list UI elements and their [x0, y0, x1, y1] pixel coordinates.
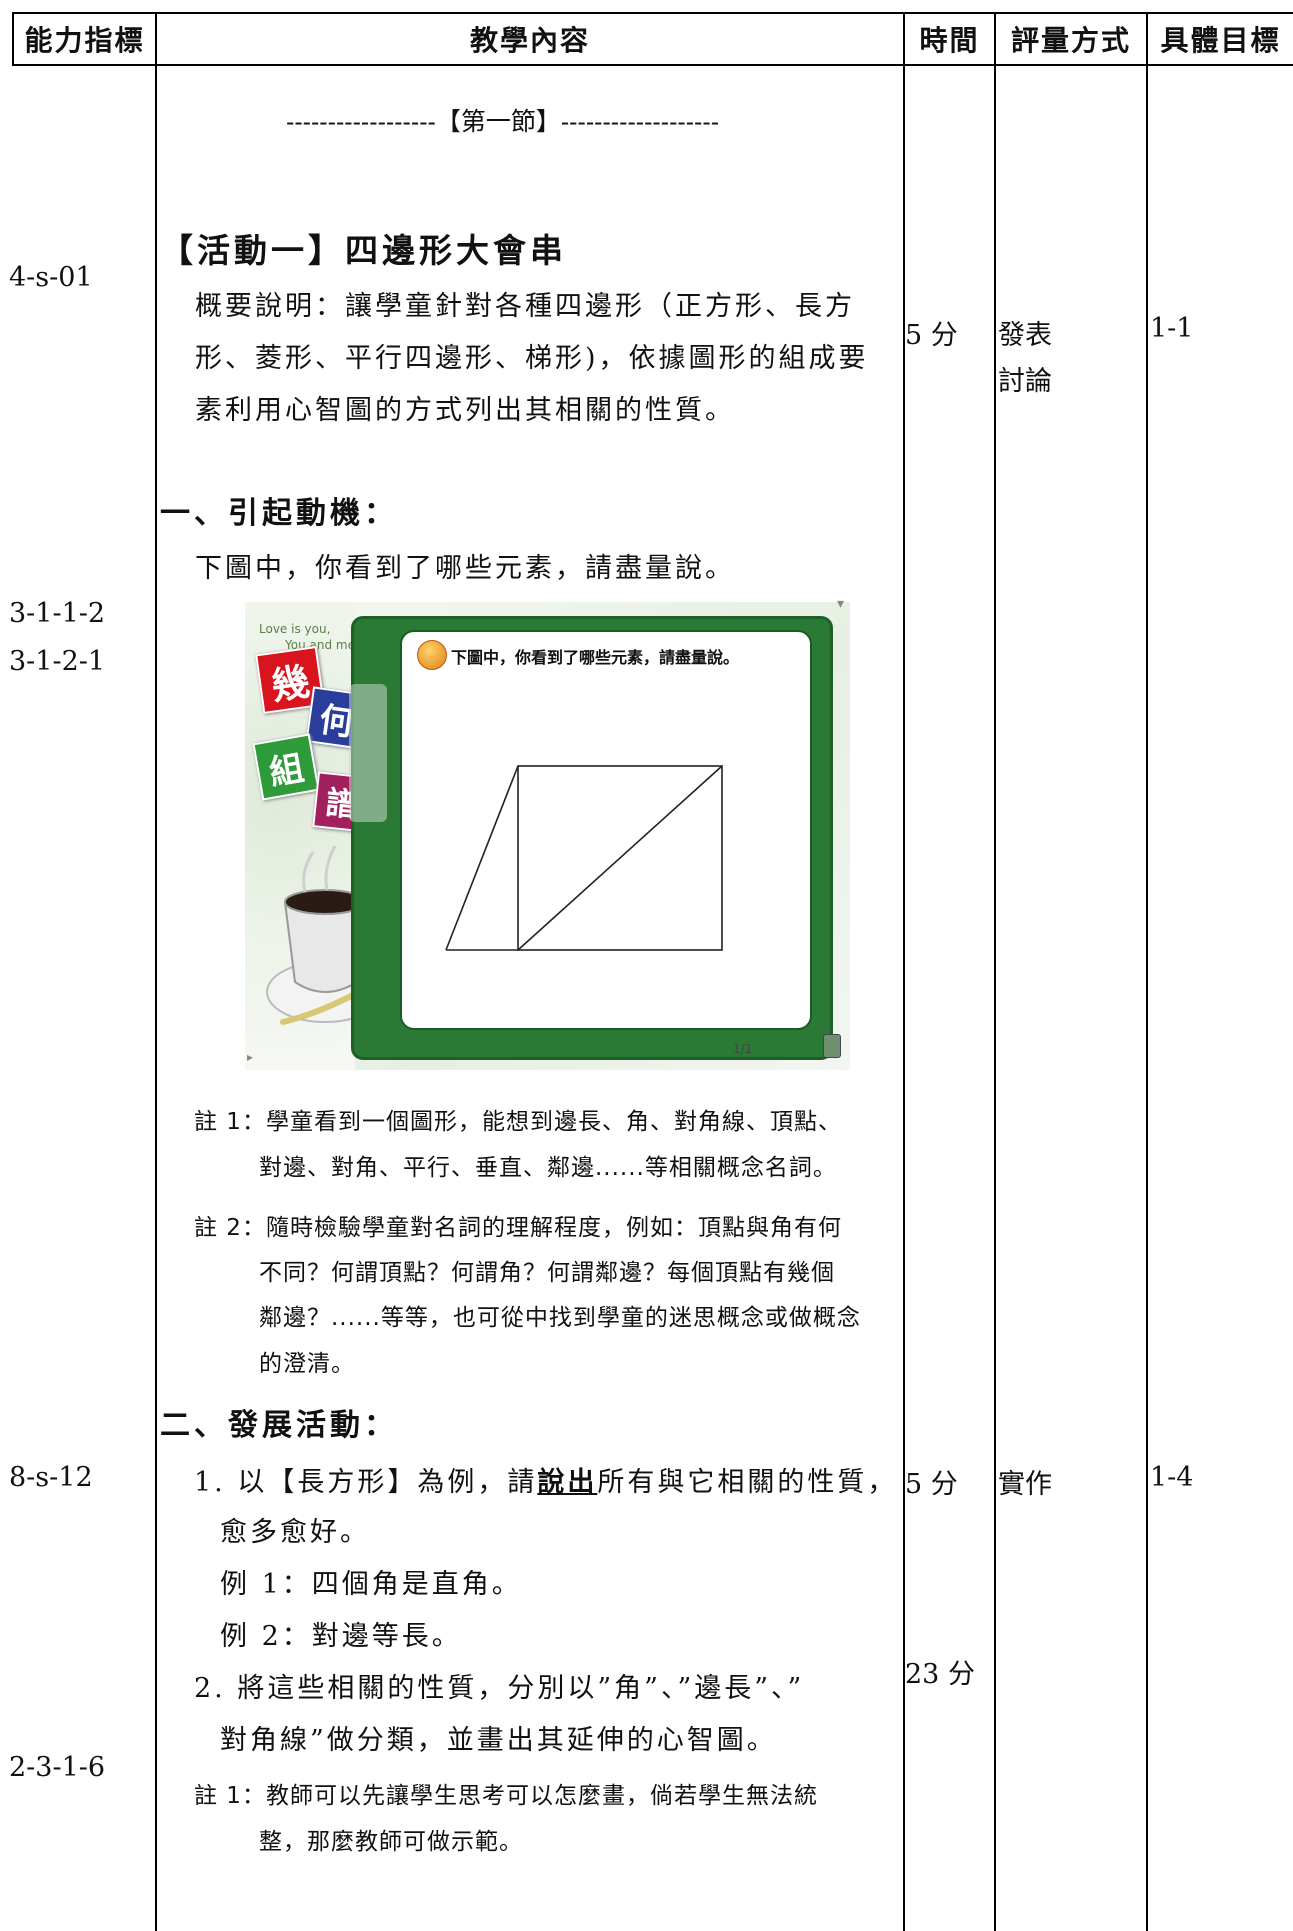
indicator-8-s-12: 8-s-12 — [9, 1462, 93, 1493]
dev-item2-line1: 2. 將這些相關的性質，分別以”角”、”邊長”、” — [194, 1673, 805, 1704]
activity-title: 【活動一】四邊形大會串 — [160, 231, 567, 270]
dev-example-1: 例 1：四個角是直角。 — [220, 1569, 522, 1600]
note2-line3: 鄰邊？......等等，也可從中找到學童的迷思概念或做概念 — [259, 1305, 861, 1331]
header-objective: 具體目標 — [1160, 24, 1281, 57]
play-arrow-icon: ▸ — [247, 1050, 254, 1064]
assessment-present: 發表 — [998, 320, 1052, 351]
slide-side-tab — [349, 684, 387, 822]
time-3: 23 分 — [905, 1659, 975, 1690]
assessment-discuss: 討論 — [998, 366, 1052, 397]
summary-line-1: 概要說明：讓學童針對各種四邊形（正方形、長方 — [195, 291, 855, 322]
dev-item1-line2: 愈多愈好。 — [220, 1517, 370, 1548]
dev-item1-prefix: 1. 以【長方形】為例，請 — [194, 1467, 538, 1498]
dev-note-line2: 整，那麼教師可做示範。 — [259, 1829, 523, 1855]
indicator-3-1-2-1: 3-1-2-1 — [9, 646, 106, 677]
sticker-zu: 組 — [252, 733, 320, 801]
note1-line2: 對邊、對角、平行、垂直、鄰邊......等相關概念名詞。 — [259, 1155, 837, 1181]
deco-text-1: Love is you, — [259, 622, 331, 636]
indicator-4-s-01: 4-s-01 — [9, 262, 93, 293]
dev-note-line1: 註 1：教師可以先讓學生思考可以怎麼畫，倘若學生無法統 — [194, 1783, 818, 1809]
slide-image: Love is you, You and me. 幾 何 組 譜 下圖中，你看到… — [245, 596, 850, 1070]
dev-item2-line2: 對角線”做分類，並畫出其延伸的心智圖。 — [220, 1725, 777, 1756]
summary-line-3: 素利用心智圖的方式列出其相關的性質。 — [195, 395, 735, 426]
motivation-heading: 一、引起動機： — [160, 496, 398, 531]
col-divider-2 — [903, 12, 905, 1931]
table-border-top — [12, 12, 1293, 14]
development-heading: 二、發展活動： — [160, 1408, 398, 1443]
col-divider-left-edge — [12, 12, 14, 66]
dev-item1-suffix: 所有與它相關的性質， — [597, 1467, 898, 1498]
header-assessment: 評量方式 — [1010, 24, 1131, 57]
objective-1-1: 1-1 — [1150, 313, 1194, 344]
motivation-prompt: 下圖中，你看到了哪些元素，請盡量說。 — [195, 553, 735, 584]
indicator-2-3-1-6: 2-3-1-6 — [9, 1752, 106, 1783]
note2-line2: 不同？何謂頂點？何謂角？何謂鄰邊？每個頂點有幾個 — [259, 1260, 835, 1286]
dev-item1-line1: 1. 以【長方形】為例，請說出所有與它相關的性質， — [194, 1460, 897, 1499]
col-divider-3 — [994, 12, 996, 1931]
trash-icon — [823, 1034, 841, 1058]
col-divider-4 — [1146, 12, 1148, 1931]
col-divider-1 — [155, 12, 157, 1931]
time-1: 5 分 — [905, 320, 958, 351]
dev-example-2: 例 2：對邊等長。 — [220, 1621, 462, 1652]
header-time: 時間 — [919, 24, 980, 57]
smiley-icon — [417, 640, 447, 670]
header-bottom-rule — [12, 64, 1293, 66]
note2-line4: 的澄清。 — [259, 1351, 355, 1377]
section-marker: ------------------【第一節】-----------------… — [286, 108, 720, 136]
note2-line1: 註 2：隨時檢驗學童對名詞的理解程度，例如：頂點與角有何 — [194, 1215, 842, 1241]
header-ability-indicator: 能力指標 — [24, 24, 145, 57]
slide-white-board — [400, 630, 812, 1030]
header-teaching-content: 教學內容 — [469, 24, 590, 57]
page-indicator: 1/1 — [733, 1042, 753, 1056]
triangle-rectangle-figure — [445, 765, 723, 951]
assessment-practice: 實作 — [998, 1469, 1052, 1500]
summary-line-2: 形、菱形、平行四邊形、梯形)，依據圖形的組成要 — [195, 343, 869, 374]
note1-line1: 註 1：學童看到一個圖形，能想到邊長、角、對角線、頂點、 — [194, 1109, 842, 1135]
time-2: 5 分 — [905, 1469, 958, 1500]
dev-item1-emphasis: 說出 — [537, 1467, 598, 1498]
slide-question: 下圖中，你看到了哪些元素，請盡量說。 — [451, 648, 740, 667]
scroll-arrow-icon: ▾ — [837, 596, 845, 612]
indicator-3-1-1-2: 3-1-1-2 — [9, 598, 106, 629]
objective-1-4: 1-4 — [1150, 1462, 1194, 1493]
